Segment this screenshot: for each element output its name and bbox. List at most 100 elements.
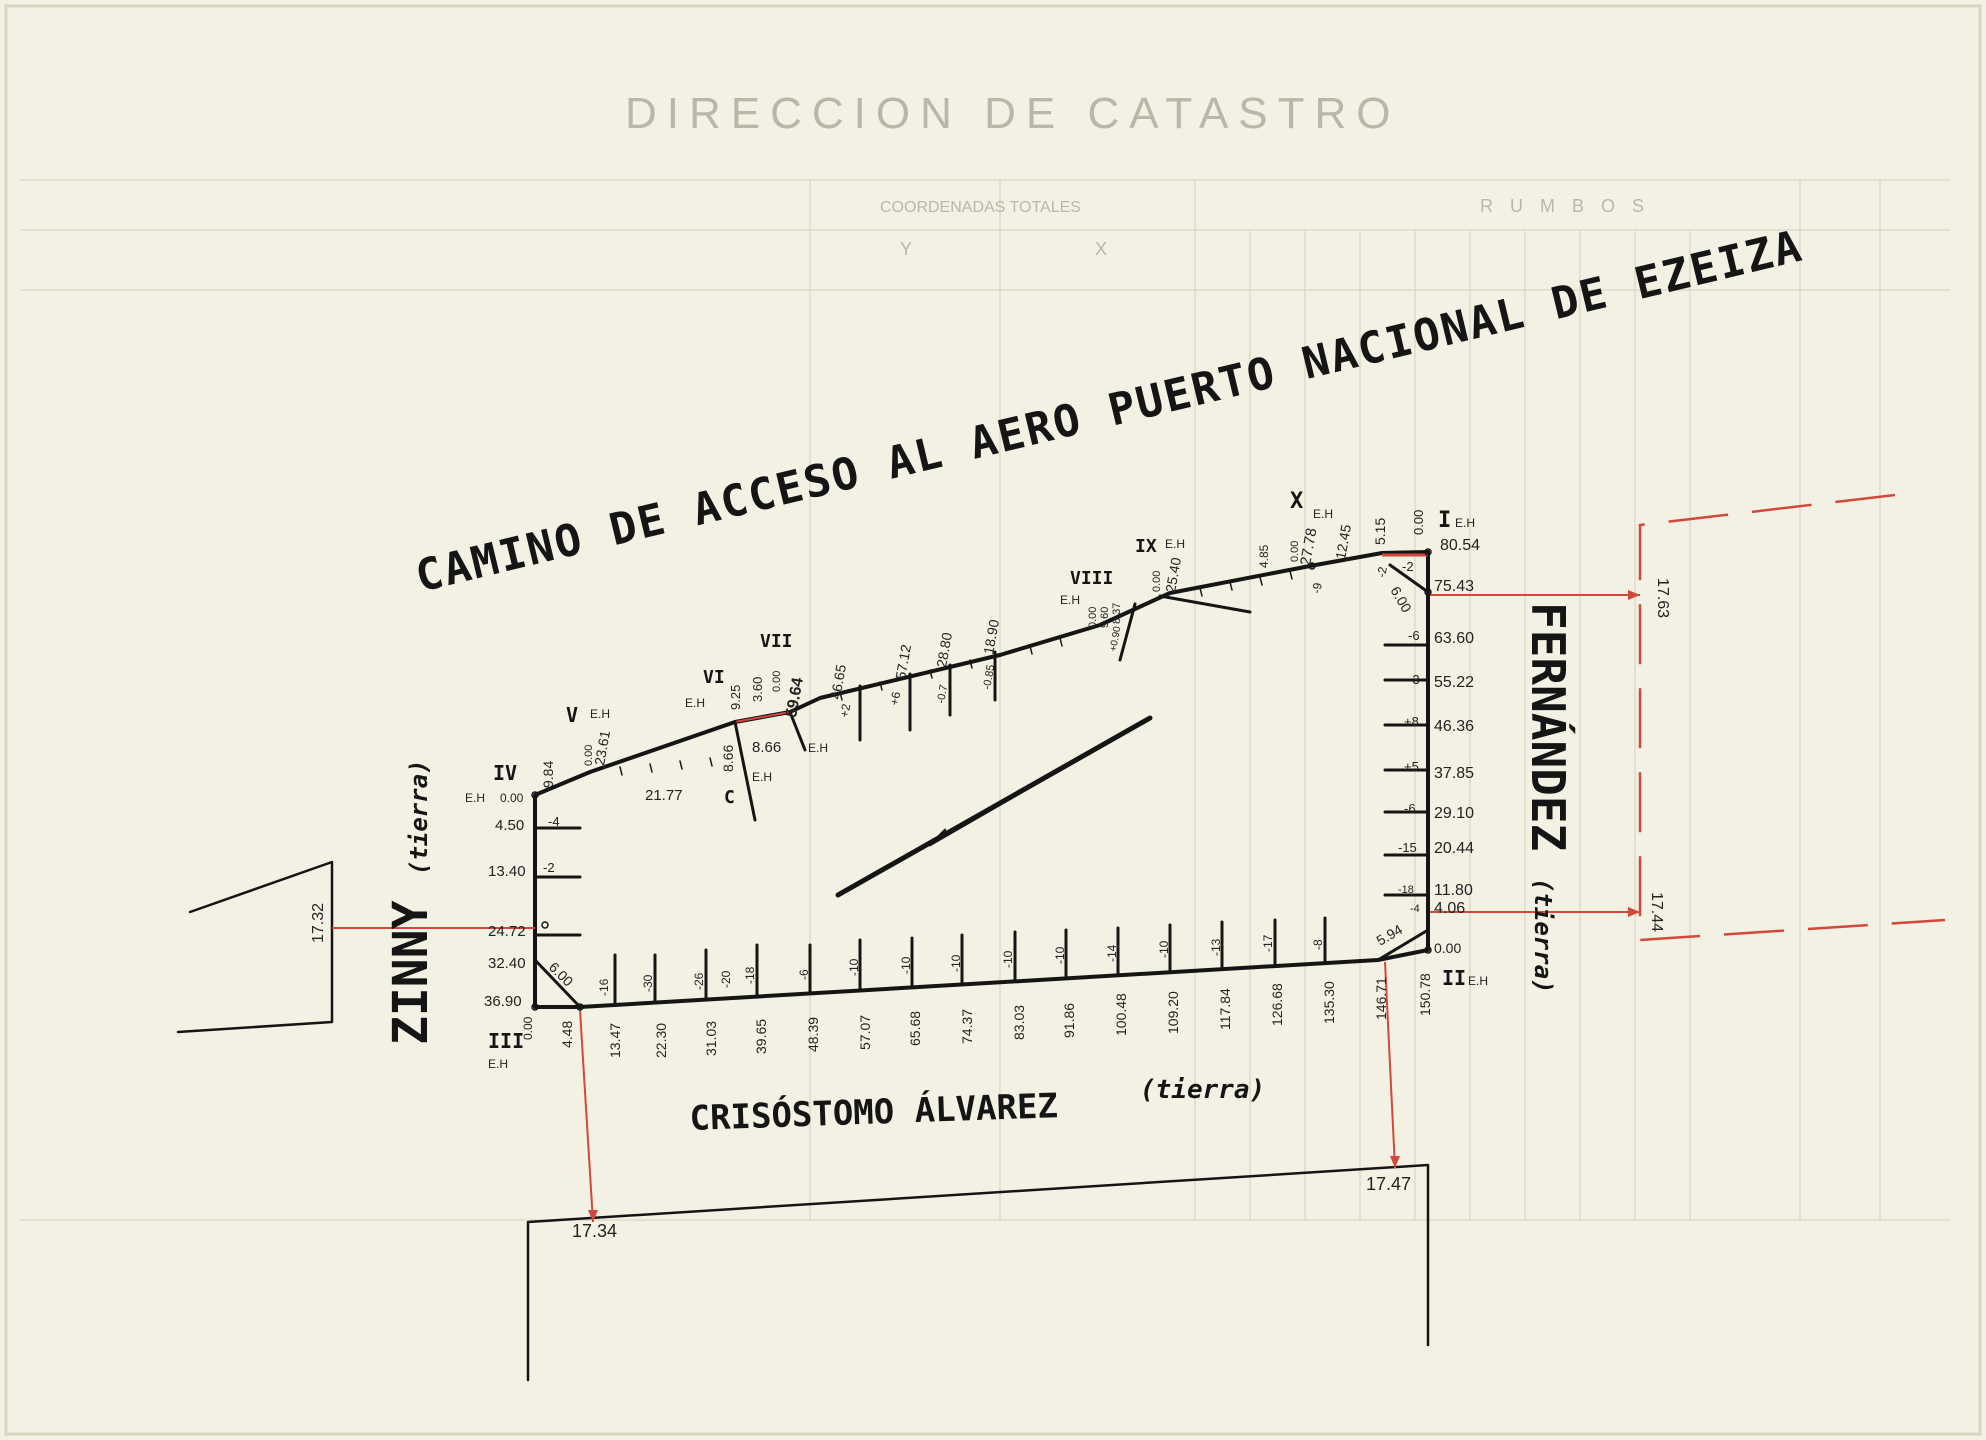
- south-off: -10: [1157, 940, 1171, 958]
- north-label: 46.65: [827, 663, 849, 700]
- east-off-8: -4: [1410, 903, 1420, 915]
- corner-iii-chamfer: [533, 958, 582, 1009]
- north-label: 8.37: [1111, 603, 1123, 624]
- neighbor-zinny: ZINNY: [383, 900, 439, 1045]
- west-top-dist: 9.84: [540, 761, 556, 788]
- north-off: -0.85: [981, 664, 997, 691]
- east-off-7: -18: [1398, 884, 1414, 896]
- north-off: +2: [837, 702, 853, 718]
- south-dist: 146.71: [1373, 977, 1389, 1020]
- north-label: 9.25: [728, 685, 743, 710]
- vertex-viii-eh: E.H: [1060, 593, 1080, 607]
- neighbor-fernandez: FERNÁNDEZ: [1521, 602, 1575, 851]
- east-off-4: +5: [1404, 759, 1419, 774]
- east-off-3: +8: [1404, 714, 1419, 729]
- neighbor-alvarez-note: (tierra): [1140, 1075, 1265, 1105]
- neighbor-fernandez-note: (tierra): [1529, 878, 1557, 994]
- neighbor-zinny-note: (tierra): [405, 759, 433, 875]
- south-dist: 22.30: [653, 1023, 669, 1058]
- form-x-ghost: X: [1095, 239, 1107, 259]
- south-off: -6: [797, 969, 811, 980]
- station-marks: [531, 548, 1432, 1011]
- vertex-iv-eh: E.H: [465, 791, 485, 805]
- south-dist: 100.48: [1113, 993, 1129, 1036]
- south-dist: 83.03: [1011, 1005, 1027, 1040]
- vertex-ii-eh: E.H: [1468, 974, 1488, 988]
- south-off: -10: [1053, 946, 1067, 964]
- tie-south-e-arrow: [1390, 1156, 1400, 1168]
- south-offset-labels: -16 -30 -26 -20 -18 -6 -10 -10 -10 -10 -…: [597, 934, 1325, 996]
- south-dist: 74.37: [959, 1009, 975, 1044]
- south-off: -13: [1209, 938, 1223, 956]
- north-label: 0.00: [1289, 541, 1301, 562]
- north-label: 57.12: [892, 643, 914, 680]
- west-dist-0: 0.00: [500, 791, 524, 805]
- east-dist-8: 11.80: [1434, 882, 1473, 899]
- east-offset-ticks: [1383, 643, 1430, 897]
- vertex-v-eh: E.H: [590, 707, 610, 721]
- south-dist: 109.20: [1165, 991, 1181, 1034]
- west-dist-1: 4.50: [495, 817, 524, 834]
- vertex-ii: II: [1442, 966, 1466, 990]
- vertex-vi-eh: E.H: [685, 696, 705, 710]
- corner-ii-chamfer: [1376, 928, 1430, 962]
- south-dist: 91.86: [1061, 1003, 1077, 1038]
- north-offset-ticks: [588, 594, 1252, 822]
- north-label: 21.77: [645, 787, 683, 804]
- east-dist-1: 75.43: [1434, 578, 1474, 595]
- south-distance-labels: 0.00 4.48 13.47 22.30 31.03 39.65 48.39 …: [521, 973, 1433, 1058]
- south-dist: 117.84: [1217, 988, 1233, 1030]
- west-dist-2: 13.40: [488, 863, 526, 880]
- east-top-zero: 0.00: [1411, 510, 1426, 535]
- south-off: -10: [899, 956, 913, 974]
- north-label: 0.00: [771, 671, 783, 692]
- west-dist-4: 32.40: [488, 955, 526, 972]
- form-rumbos-ghost: R U M B O S: [1480, 196, 1650, 216]
- form-y-ghost: Y: [900, 239, 912, 259]
- vertex-x-eh: E.H: [1313, 507, 1333, 521]
- north-label: 23.61: [591, 729, 613, 766]
- south-dist: 13.47: [607, 1023, 623, 1058]
- south-offset-ticks: [613, 916, 1327, 1006]
- south-dist: 57.07: [857, 1015, 873, 1050]
- zinny-parcel: [176, 860, 334, 1034]
- vertex-v: V: [566, 703, 578, 727]
- form-grid: [20, 179, 1950, 1221]
- north-label: 59.64: [783, 676, 807, 718]
- south-off: -30: [641, 974, 655, 992]
- north-label: 0.00: [583, 745, 595, 766]
- north-label: 8.66: [752, 739, 781, 756]
- tie-south-w: [579, 1009, 594, 1223]
- west-offset-ticks: [533, 826, 582, 937]
- tie-south-w-label: 17.34: [572, 1221, 617, 1241]
- vertex-c-eh: E.H: [752, 770, 772, 784]
- vertex-vii: VII: [760, 631, 793, 652]
- south-off: -26: [692, 972, 706, 990]
- east-dist-6: 29.10: [1434, 805, 1474, 822]
- east-dist-2: 63.60: [1434, 630, 1474, 647]
- east-top-chain: 5.15: [1372, 518, 1388, 545]
- vertex-i-eh: E.H: [1455, 516, 1475, 530]
- south-dist: 135.30: [1321, 981, 1337, 1024]
- tie-west-label: 17.32: [310, 903, 327, 943]
- north-off: -9: [1309, 581, 1325, 594]
- vertex-ix: IX: [1135, 536, 1157, 557]
- south-dist: 150.78: [1417, 973, 1433, 1016]
- north-off: +0.90: [1108, 625, 1123, 652]
- north-arrow-icon: [835, 715, 1153, 898]
- west-off-0: -4: [548, 814, 560, 829]
- form-header-ghost: DIRECCION DE CATASTRO: [625, 89, 1401, 138]
- east-off-2: -3: [1408, 672, 1420, 687]
- east-off-5: -6: [1404, 801, 1416, 816]
- north-label: 28.80: [933, 631, 955, 668]
- east-off-6: -15: [1398, 840, 1417, 855]
- north-label: 25.40: [1162, 556, 1184, 593]
- north-label: 9.60: [1099, 607, 1111, 628]
- tie-east-bottom-label: 17.44: [1648, 892, 1665, 932]
- paper-edge: [4, 4, 1982, 1436]
- east-off-0: -2: [1402, 559, 1414, 574]
- north-label: 4.85: [1257, 544, 1271, 568]
- north-label: 0.00: [1087, 607, 1099, 628]
- vertex-iv: IV: [493, 761, 517, 785]
